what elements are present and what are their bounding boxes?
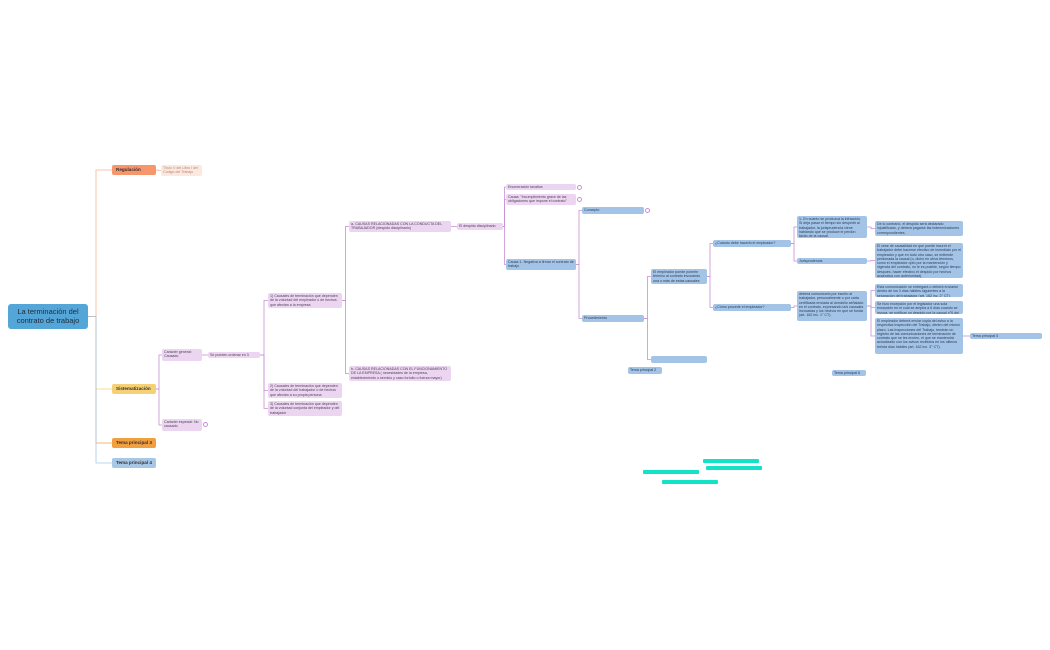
root-topic[interactable]: La terminación del contrato de trabajo bbox=[8, 304, 88, 329]
floating-tema-principal-2[interactable]: Tema principal 2 bbox=[628, 367, 662, 374]
connector-line bbox=[867, 305, 875, 308]
collapse-toggle-icon[interactable] bbox=[577, 185, 582, 190]
node-procedimiento[interactable]: Procedimiento bbox=[582, 315, 644, 322]
node-enumeracion-taxativa[interactable]: Enumeración taxativa bbox=[506, 184, 576, 190]
node-cese-causalidad[interactable]: El cese de causalidad en que puede incur… bbox=[875, 243, 963, 278]
node-enviar-copia[interactable]: El empleador deberá enviar copia del avi… bbox=[875, 318, 963, 354]
connector-line bbox=[88, 316, 112, 390]
connector-line bbox=[576, 264, 582, 319]
connector-line bbox=[791, 243, 797, 262]
node-titulo-v[interactable]: Título V del Libro I del Código del Trab… bbox=[161, 165, 202, 176]
connector-line bbox=[88, 316, 112, 464]
node-comunicacion[interactable]: Esta comunicación se entregará o deberá … bbox=[875, 284, 963, 297]
node-en-cuanto[interactable]: 1- En cuanto se produzca la infracción. … bbox=[797, 216, 867, 238]
node-causa-1[interactable]: Causa 1- Negativa a firmar el contrato d… bbox=[506, 259, 576, 270]
highlight-mark bbox=[706, 466, 762, 470]
highlight-mark bbox=[643, 470, 699, 474]
node-grupo-1[interactable]: 1) Causales de terminación que dependen … bbox=[268, 293, 342, 308]
connector-line bbox=[342, 226, 349, 301]
connector-line bbox=[260, 354, 268, 409]
connector-line bbox=[867, 226, 875, 229]
node-caracter-general[interactable]: Carácter general: Causado bbox=[162, 349, 202, 361]
connector-line bbox=[260, 354, 268, 391]
collapse-toggle-icon[interactable] bbox=[203, 422, 208, 427]
connector-line bbox=[867, 290, 875, 307]
connector-line bbox=[88, 316, 112, 444]
collapse-toggle-icon[interactable] bbox=[577, 197, 582, 202]
branch-sistematizacion[interactable]: Sistematización bbox=[112, 384, 156, 394]
connector-line bbox=[260, 300, 268, 356]
node-jurisprudencia[interactable]: Jurisprudencia bbox=[797, 258, 867, 264]
connector-line bbox=[503, 186, 506, 227]
node-como[interactable]: ¿Cómo procede el empleador? bbox=[713, 304, 791, 311]
node-grupo-2[interactable]: 2) Causales de terminación que dependen … bbox=[268, 383, 342, 398]
connector-line bbox=[867, 305, 875, 337]
node-causas-funcionamiento[interactable]: b- CAUSAS RELACIONADAS CON EL FUNCIONAMI… bbox=[349, 366, 451, 381]
branch-tema-principal-3[interactable]: Tema principal 3 bbox=[112, 438, 156, 448]
node-3-grupos[interactable]: Se pueden ordenar en 3 grupos bbox=[208, 352, 260, 358]
connector-line bbox=[156, 354, 162, 390]
node-excepcion[interactable]: Se hizo excepción por el legislador una … bbox=[875, 301, 963, 314]
connector-line bbox=[707, 243, 713, 277]
node-grupo-3[interactable]: 3) Causales de terminación que dependen … bbox=[268, 401, 342, 416]
node-debera-comunicarlo[interactable]: deberá comunicarlo por escrito al trabaj… bbox=[797, 291, 867, 321]
connector-line bbox=[342, 300, 349, 374]
floating-tema-principal-6[interactable]: Tema principal 6 bbox=[832, 370, 866, 376]
node-termino-contrato[interactable]: El empleador puede ponerle término al co… bbox=[651, 269, 707, 284]
connector-line bbox=[707, 276, 713, 308]
node-concepto[interactable]: Concepto bbox=[582, 207, 644, 214]
node-empty[interactable] bbox=[651, 356, 707, 363]
connector-line bbox=[644, 276, 651, 319]
node-cuando[interactable]: ¿Cuándo debe hacerlo el empleador? bbox=[713, 240, 791, 247]
collapse-toggle-icon[interactable] bbox=[645, 208, 650, 213]
highlight-mark bbox=[703, 459, 759, 463]
branch-regulacion[interactable]: Regulación bbox=[112, 165, 156, 175]
connector-line bbox=[88, 169, 112, 317]
highlight-mark bbox=[662, 480, 718, 484]
node-de-lo-contrario[interactable]: De lo contrario, el despido será declara… bbox=[875, 221, 963, 236]
connector-line bbox=[644, 318, 651, 360]
node-tema-principal-5[interactable]: Tema principal 5 bbox=[970, 333, 1042, 339]
branch-tema-principal-4[interactable]: Tema principal 4 bbox=[112, 458, 156, 468]
node-despido-disciplinario[interactable]: El despido disciplinario bbox=[457, 223, 503, 230]
node-causa-incumplimiento[interactable]: Causa: "Incumplimiento grave de las obli… bbox=[506, 194, 576, 205]
node-caracter-especial[interactable]: Carácter especial: No causado bbox=[162, 419, 202, 431]
node-causas-conducta[interactable]: a- CAUSAS RELACIONADAS CON LA CONDUCTA D… bbox=[349, 221, 451, 232]
connector-line bbox=[576, 210, 582, 265]
connector-line bbox=[867, 260, 875, 262]
